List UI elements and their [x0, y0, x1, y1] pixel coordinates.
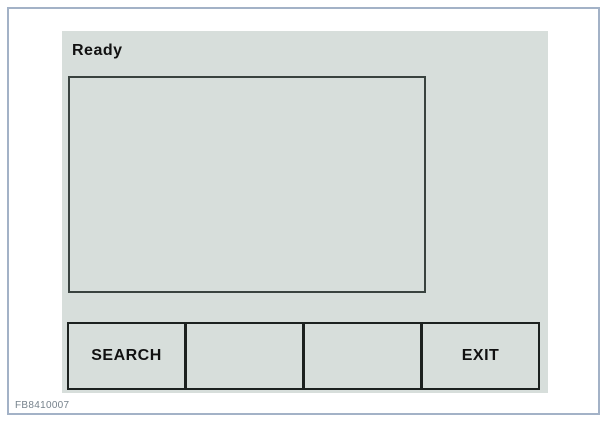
figure-code: FB8410007: [15, 400, 70, 411]
device-screen: Ready SEARCH EXIT: [62, 31, 548, 393]
display-area: [68, 76, 426, 293]
status-text: Ready: [72, 42, 123, 59]
figure-frame: Ready SEARCH EXIT FB8410007: [7, 7, 600, 415]
search-button[interactable]: SEARCH: [69, 324, 187, 388]
softkey-bar: SEARCH EXIT: [67, 322, 540, 390]
softkey-blank-3[interactable]: [305, 324, 423, 388]
exit-button[interactable]: EXIT: [423, 324, 538, 388]
softkey-blank-2[interactable]: [187, 324, 305, 388]
